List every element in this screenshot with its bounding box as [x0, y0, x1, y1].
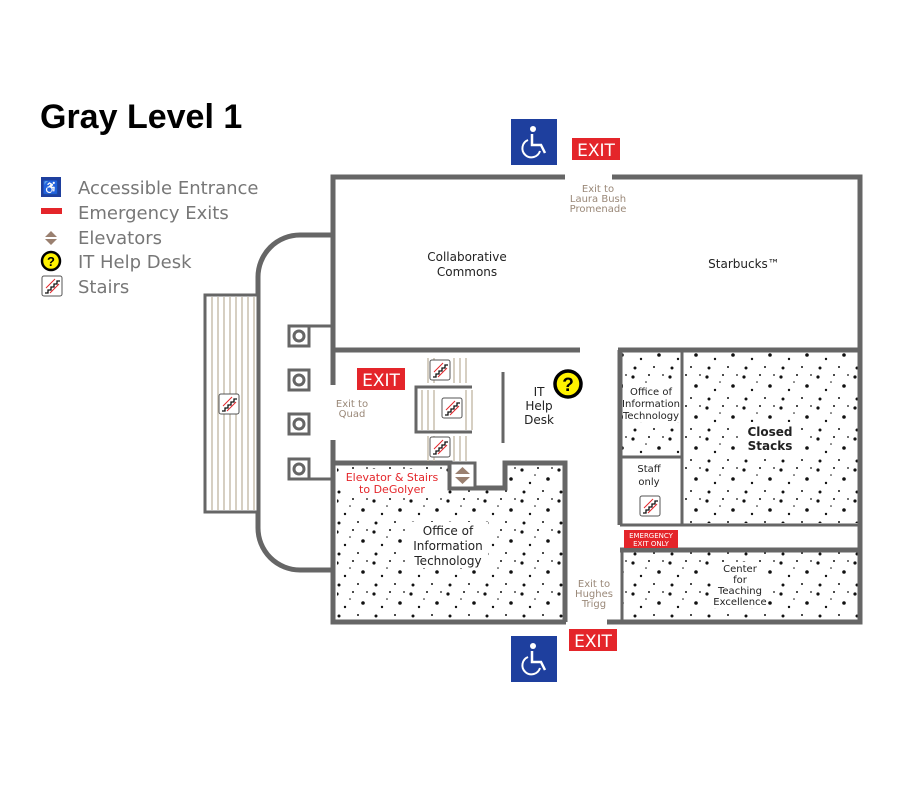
exit-label-hughes-trigg: Trigg: [581, 599, 606, 610]
svg-text:?: ?: [47, 254, 55, 269]
room-label-center-teaching: Center for Teaching Excellence: [712, 562, 768, 608]
room-label-it-help-desk: Desk: [524, 413, 554, 427]
svg-text:Closed: Closed: [747, 425, 792, 439]
legend-label: Emergency Exits: [78, 203, 229, 224]
svg-text:for: for: [733, 575, 748, 586]
stairs-icon: [41, 275, 63, 297]
exit-label-laura-bush: Laura Bush: [570, 194, 626, 205]
svg-text:to DeGolyer: to DeGolyer: [359, 483, 425, 496]
legend-label: Accessible Entrance: [78, 178, 259, 199]
room-label-staff-only: Staff: [637, 464, 661, 475]
elevator-icon: [45, 231, 57, 245]
svg-text:EXIT: EXIT: [574, 632, 612, 652]
exit-sign-quad: EXIT: [357, 368, 405, 391]
help-desk-icon: ?: [553, 369, 583, 399]
exit-sign-bottom: EXIT: [569, 629, 617, 652]
exit-label-hughes-trigg: Exit to: [578, 579, 610, 590]
exit-label-laura-bush: Exit to: [582, 184, 614, 195]
room-label-it-help-desk: IT: [534, 385, 546, 399]
exit-label-quad: Quad: [339, 409, 366, 420]
svg-text:EXIT: EXIT: [577, 141, 615, 161]
svg-text:Information: Information: [413, 539, 482, 553]
stairs-icon: [639, 495, 661, 517]
outdoor-stairs: [203, 293, 260, 514]
room-label-oit-big: Office of Information Technology: [408, 522, 488, 568]
svg-text:Stacks: Stacks: [748, 439, 793, 453]
svg-text:EXIT ONLY: EXIT ONLY: [633, 540, 670, 548]
legend-label: Stairs: [78, 277, 129, 298]
room-label-collaborative-commons: Commons: [437, 265, 497, 279]
page-title: Gray Level 1: [40, 98, 242, 136]
emergency-exit-icon: [41, 208, 62, 214]
svg-text:?: ?: [562, 375, 574, 396]
columns: [287, 324, 311, 481]
exit-label-hughes-trigg: Hughes: [575, 589, 613, 600]
svg-text:Office of: Office of: [630, 387, 672, 398]
svg-text:EMERGENCY: EMERGENCY: [629, 532, 674, 540]
svg-text:Technology: Technology: [413, 554, 481, 568]
room-label-closed-stacks: Closed Stacks: [740, 422, 800, 454]
room-label-oit-small: Office of Information Technology: [622, 384, 680, 422]
exit-sign-top: EXIT: [572, 138, 620, 161]
help-desk-icon: ?: [40, 250, 62, 272]
exit-label-laura-bush: Promenade: [570, 204, 627, 215]
elevator-icon: [455, 467, 470, 484]
accessible-entrance-bottom: [509, 634, 559, 684]
svg-text:Information: Information: [622, 399, 680, 410]
room-label-staff-only: only: [638, 477, 659, 488]
svg-text:Excellence: Excellence: [713, 597, 766, 608]
emergency-exit-sign: EMERGENCY EXIT ONLY: [624, 530, 678, 548]
svg-text:♿: ♿: [43, 180, 59, 195]
svg-text:EXIT: EXIT: [362, 371, 400, 391]
svg-text:Teaching: Teaching: [717, 586, 762, 597]
room-label-starbucks: Starbucks™: [708, 257, 780, 271]
accessible-entrance-top: [509, 117, 559, 167]
svg-text:Technology: Technology: [622, 411, 679, 422]
svg-text:Elevator & Stairs: Elevator & Stairs: [346, 471, 439, 484]
legend: ♿ Accessible Entrance Emergency Exits El…: [40, 177, 259, 298]
room-label-it-help-desk: Help: [525, 399, 552, 413]
svg-text:Center: Center: [723, 564, 758, 575]
legend-label: IT Help Desk: [78, 252, 192, 273]
svg-text:Office of: Office of: [423, 524, 474, 538]
central-stairs: [414, 358, 473, 461]
accessible-icon: ♿: [41, 177, 61, 197]
room-label-collaborative-commons: Collaborative: [427, 250, 507, 264]
legend-label: Elevators: [78, 228, 162, 249]
degolyer-label: Elevator & Stairs to DeGolyer: [342, 469, 442, 496]
exit-label-quad: Exit to: [336, 399, 368, 410]
